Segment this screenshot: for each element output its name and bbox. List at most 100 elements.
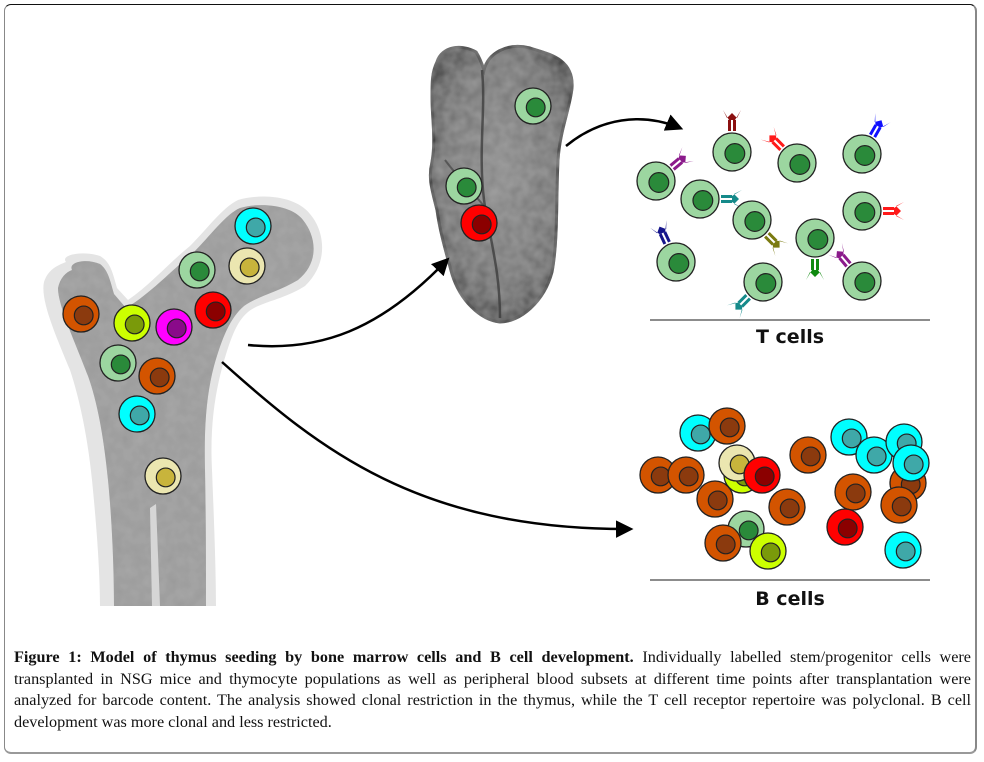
receptor-head — [726, 302, 743, 319]
b-cell — [639, 456, 677, 494]
b-cell — [704, 524, 742, 562]
t-cell-receptor — [869, 113, 891, 138]
receptor-head — [760, 126, 777, 143]
t-cells-label: T cells — [755, 326, 825, 348]
receptor-stalk — [764, 235, 774, 246]
cell-nucleus — [525, 97, 546, 118]
t-cell — [743, 262, 783, 302]
cell-nucleus — [471, 214, 492, 235]
receptor-head — [894, 202, 904, 220]
t-cell-receptor — [726, 294, 751, 319]
cell-nucleus — [245, 217, 266, 238]
cell-nucleus — [456, 177, 477, 198]
cell-nucleus — [715, 534, 736, 555]
t-cell — [842, 191, 882, 231]
bone-marrow-cell — [118, 395, 156, 433]
arrow-bone-to-b-cells — [221, 361, 634, 538]
receptor-stalk — [883, 207, 894, 210]
cell-nucleus — [744, 211, 766, 232]
cell-nucleus — [837, 518, 858, 539]
t-cell-receptor — [760, 126, 785, 151]
b-cell — [749, 532, 787, 570]
cell-nucleus — [690, 424, 711, 445]
cell-nucleus — [866, 446, 887, 467]
receptor-stalk — [672, 161, 684, 171]
thymus-cell — [514, 87, 552, 125]
cell-nucleus — [129, 405, 150, 426]
figure-caption: Figure 1: Model of thymus seeding by bon… — [14, 647, 971, 733]
b-cell — [789, 436, 827, 474]
cell-nucleus — [239, 257, 260, 278]
cell-nucleus — [738, 520, 759, 541]
t-cell-receptor — [721, 190, 742, 208]
arrow-bone-to-thymus — [247, 257, 450, 348]
receptor-head — [732, 190, 742, 208]
receptor-stalk — [767, 232, 778, 242]
receptor-head — [723, 110, 741, 120]
cell-nucleus — [895, 541, 916, 562]
cell-nucleus — [110, 354, 131, 375]
bone-marrow-cell — [113, 304, 151, 342]
cell-nucleus — [903, 454, 924, 475]
thymus-cell — [445, 167, 483, 205]
cell-nucleus — [668, 253, 690, 274]
cell-nucleus — [648, 172, 670, 193]
cell-nucleus — [650, 466, 671, 487]
bone-marrow-cell — [194, 291, 232, 329]
bone-marrow-tissue — [58, 205, 314, 606]
cell-nucleus — [149, 367, 170, 388]
receptor-stalk — [728, 120, 731, 131]
t-cell — [712, 132, 752, 172]
thymus-cell — [460, 204, 498, 242]
t-cell-receptor — [806, 259, 824, 280]
cell-nucleus — [800, 446, 821, 467]
t-cell — [732, 200, 772, 240]
t-cell-receptor — [764, 232, 789, 257]
bone-marrow-cell — [234, 207, 272, 245]
t-cell-receptor — [828, 243, 852, 268]
b-cell — [679, 414, 717, 452]
b-cell — [667, 456, 705, 494]
receptor-head — [678, 147, 694, 163]
receptor-stalk — [869, 124, 878, 136]
t-cell-population — [636, 110, 904, 319]
bone-marrow-cell — [99, 344, 137, 382]
caption-title: Figure 1: Model of thymus seeding by bon… — [14, 648, 634, 666]
t-cell — [795, 218, 835, 258]
cell-nucleus — [724, 143, 746, 164]
cell-nucleus — [891, 496, 912, 517]
b-cell — [855, 436, 893, 474]
receptor-stalk — [741, 297, 751, 308]
bone-marrow-cell — [144, 457, 182, 495]
cell-nucleus — [707, 490, 728, 511]
b-cell — [892, 444, 930, 482]
t-cell — [777, 143, 817, 183]
t-cell-receptor — [883, 202, 904, 220]
b-cell — [768, 488, 806, 526]
cell-nucleus — [841, 428, 862, 449]
t-cell-receptor — [723, 110, 741, 131]
cell-nucleus — [760, 542, 781, 563]
cell-nucleus — [754, 466, 775, 487]
cell-nucleus — [166, 318, 187, 339]
t-cell — [636, 161, 676, 201]
receptor-stalk — [663, 231, 671, 243]
b-cell — [743, 456, 781, 494]
figure-illustration — [43, 45, 930, 607]
cell-nucleus — [124, 314, 145, 335]
cell-nucleus — [845, 483, 866, 504]
t-cell — [842, 134, 882, 174]
cell-nucleus — [719, 417, 740, 438]
cell-nucleus — [854, 272, 876, 293]
receptor-head — [806, 270, 824, 280]
b-cell — [696, 480, 734, 518]
b-cell — [826, 508, 864, 546]
b-cell — [834, 473, 872, 511]
cell-nucleus — [678, 466, 699, 487]
receptor-stalk — [883, 212, 894, 215]
b-cell — [884, 531, 922, 569]
receptor-head — [874, 113, 891, 128]
cell-nucleus — [854, 202, 876, 223]
receptor-stalk — [842, 253, 852, 265]
bone-marrow-cells — [62, 207, 272, 495]
